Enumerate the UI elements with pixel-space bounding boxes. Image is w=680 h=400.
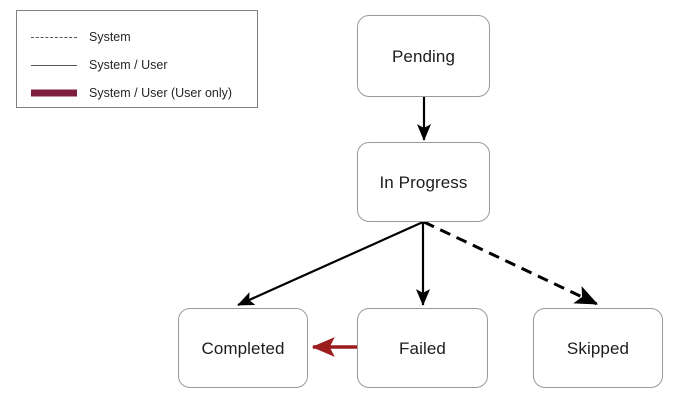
state-node-completed[interactable]: Completed [178,308,308,388]
legend-item-system: System [17,23,257,51]
state-node-in-progress[interactable]: In Progress [357,142,490,222]
state-node-label: Pending [391,46,456,66]
legend: System System / User System / User (User… [16,10,258,108]
state-node-label: Failed [399,338,446,358]
state-node-label: Skipped [566,338,630,358]
legend-item-system-user: System / User [17,51,257,79]
edge-inprogress-to-skipped [423,220,599,306]
state-node-skipped[interactable]: Skipped [533,308,663,388]
legend-item-system-user-user-only: System / User (User only) [17,79,257,107]
state-node-pending[interactable]: Pending [357,15,490,97]
state-node-label: In Progress [379,172,468,192]
thick-line-icon [31,87,77,99]
state-node-label: Completed [201,338,285,358]
dashed-line-icon [31,31,77,43]
state-node-failed[interactable]: Failed [357,308,488,388]
legend-item-label: System / User (User only) [89,86,233,100]
edge-inprogress-to-completed [237,220,424,307]
solid-line-icon [31,59,77,71]
legend-item-label: System [89,30,131,44]
legend-item-label: System / User [89,58,168,72]
